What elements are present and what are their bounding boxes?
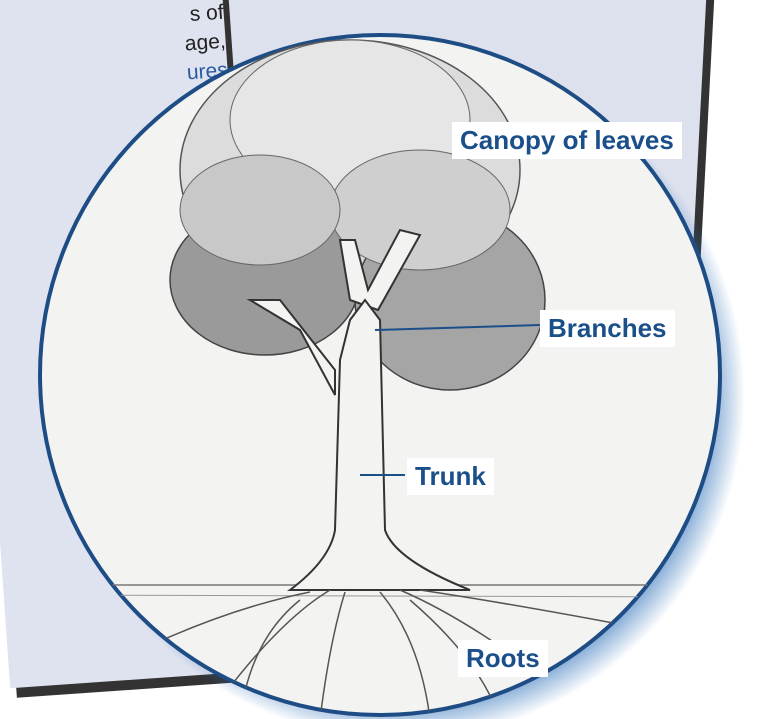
label-trunk: Trunk bbox=[407, 458, 494, 495]
label-branches: Branches bbox=[540, 310, 675, 347]
label-canopy: Canopy of leaves bbox=[452, 122, 682, 159]
label-roots: Roots bbox=[458, 640, 548, 677]
